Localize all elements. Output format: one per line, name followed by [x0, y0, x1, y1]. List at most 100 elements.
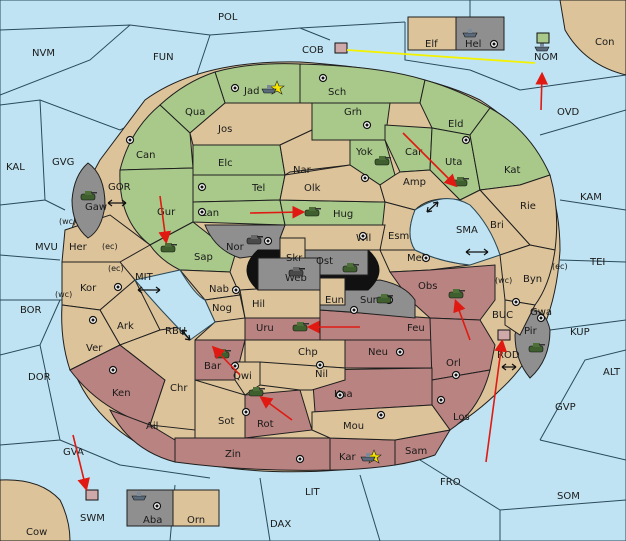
label-her-wc: (wc): [59, 217, 76, 226]
label-hil: Hil: [252, 299, 265, 310]
label-kor-wc: (wc): [55, 290, 72, 299]
region-tel[interactable]: [192, 174, 286, 203]
ship-icon: [360, 453, 376, 462]
supply-center-icon: [197, 207, 207, 217]
label-gva: GVA: [63, 447, 84, 458]
supply-center-icon: [349, 305, 359, 315]
label-nab: Nab: [209, 284, 229, 295]
label-fro: FRO: [440, 477, 461, 488]
build-marker-swm: [85, 489, 99, 501]
label-sch: Sch: [328, 87, 346, 98]
region-eun[interactable]: [319, 277, 346, 306]
label-amp: Amp: [403, 177, 426, 188]
region-sap[interactable]: [149, 221, 236, 273]
label-elf: Elf: [425, 39, 438, 50]
region-elf[interactable]: [407, 16, 457, 51]
label-tei: TEI: [589, 257, 605, 268]
supply-center-icon: [395, 347, 405, 357]
label-nom: NOM: [534, 52, 558, 63]
build-marker-nom: [536, 32, 550, 44]
label-orl: Orl: [446, 358, 461, 369]
label-kar: Kar: [339, 452, 357, 463]
label-kor: Kor: [80, 283, 97, 294]
region-jad[interactable]: [214, 63, 301, 104]
region-gaw[interactable]: [71, 162, 106, 239]
label-web: Web: [285, 273, 307, 284]
label-ovd: OVD: [557, 107, 580, 118]
supply-center-icon: [315, 360, 325, 370]
label-pol: POL: [218, 12, 238, 23]
label-gvp: GVP: [555, 402, 576, 413]
supply-center-icon: [421, 253, 431, 263]
region-mou[interactable]: [311, 404, 451, 441]
label-uru: Uru: [256, 323, 274, 334]
label-qua: Qua: [185, 107, 205, 118]
label-kor-ec: (ec): [108, 264, 124, 273]
label-dor: DOR: [28, 372, 51, 383]
inner-inlet-sma: [409, 198, 501, 266]
ship-icon: [462, 29, 478, 38]
build-marker-rod: [497, 329, 511, 341]
label-eun: Eun: [325, 295, 344, 306]
label-mou: Mou: [343, 421, 364, 432]
label-jos: Jos: [217, 124, 232, 135]
label-los: Los: [453, 412, 470, 423]
region-sam[interactable]: [394, 429, 451, 466]
label-alt: ALT: [603, 367, 621, 378]
supply-center-icon: [295, 454, 305, 464]
label-con: Con: [595, 37, 614, 48]
tank-icon: [376, 294, 393, 304]
ship-icon: [261, 85, 277, 94]
supply-center-icon: [113, 282, 123, 292]
region-elc[interactable]: [192, 144, 286, 176]
supply-center-icon: [358, 231, 368, 241]
label-gur: Gur: [157, 207, 176, 218]
supply-center-icon: [451, 370, 461, 380]
tank-icon: [160, 243, 177, 253]
label-orn: Orn: [187, 515, 205, 526]
label-mvu: MVU: [35, 242, 58, 253]
label-gaw: Gaw: [85, 202, 107, 213]
label-grh: Grh: [344, 107, 362, 118]
label-olk: Olk: [304, 183, 321, 194]
region-neu[interactable]: [344, 339, 433, 369]
label-rot: Rot: [257, 419, 274, 430]
label-fun: FUN: [153, 52, 174, 63]
tank-icon: [342, 263, 359, 273]
label-can: Can: [136, 150, 155, 161]
label-yok: Yok: [355, 147, 373, 158]
supply-center-icon: [152, 501, 162, 511]
tank-icon: [374, 156, 391, 166]
label-bri: Bri: [490, 220, 504, 231]
label-rod: ROD: [497, 350, 520, 361]
label-mel: Mel: [407, 253, 425, 264]
label-buc: BUC: [492, 310, 513, 321]
region-sot[interactable]: [194, 379, 246, 439]
region-rot[interactable]: [244, 389, 313, 439]
tank-icon: [80, 191, 97, 201]
region-gwa[interactable]: [504, 299, 536, 336]
label-nog: Nog: [212, 303, 232, 314]
label-gor: GOR: [108, 182, 131, 193]
label-bor: BOR: [20, 305, 42, 316]
label-kal: KAL: [6, 162, 25, 173]
region-labels: POL NVM FUN COB NOM Con OVD KAL GVG GOR …: [6, 12, 621, 538]
supply-center-icon: [125, 135, 135, 145]
label-hug: Hug: [333, 209, 353, 220]
label-jad: Jad: [243, 86, 259, 97]
label-uta: Uta: [445, 157, 462, 168]
supply-center-icon: [108, 365, 118, 375]
region-orn[interactable]: [172, 489, 220, 527]
label-feu: Feu: [407, 323, 425, 334]
supply-center-icon: [263, 236, 273, 246]
supply-center-icon: [88, 315, 98, 325]
label-her: Her: [69, 242, 88, 253]
supply-center-icon: [230, 83, 240, 93]
region-cow[interactable]: [0, 479, 71, 541]
label-sma: SMA: [456, 225, 478, 236]
label-ver: Ver: [86, 343, 103, 354]
label-cow: Cow: [26, 527, 47, 538]
label-zin: Zin: [225, 449, 241, 460]
label-skr: Skr: [286, 253, 303, 264]
